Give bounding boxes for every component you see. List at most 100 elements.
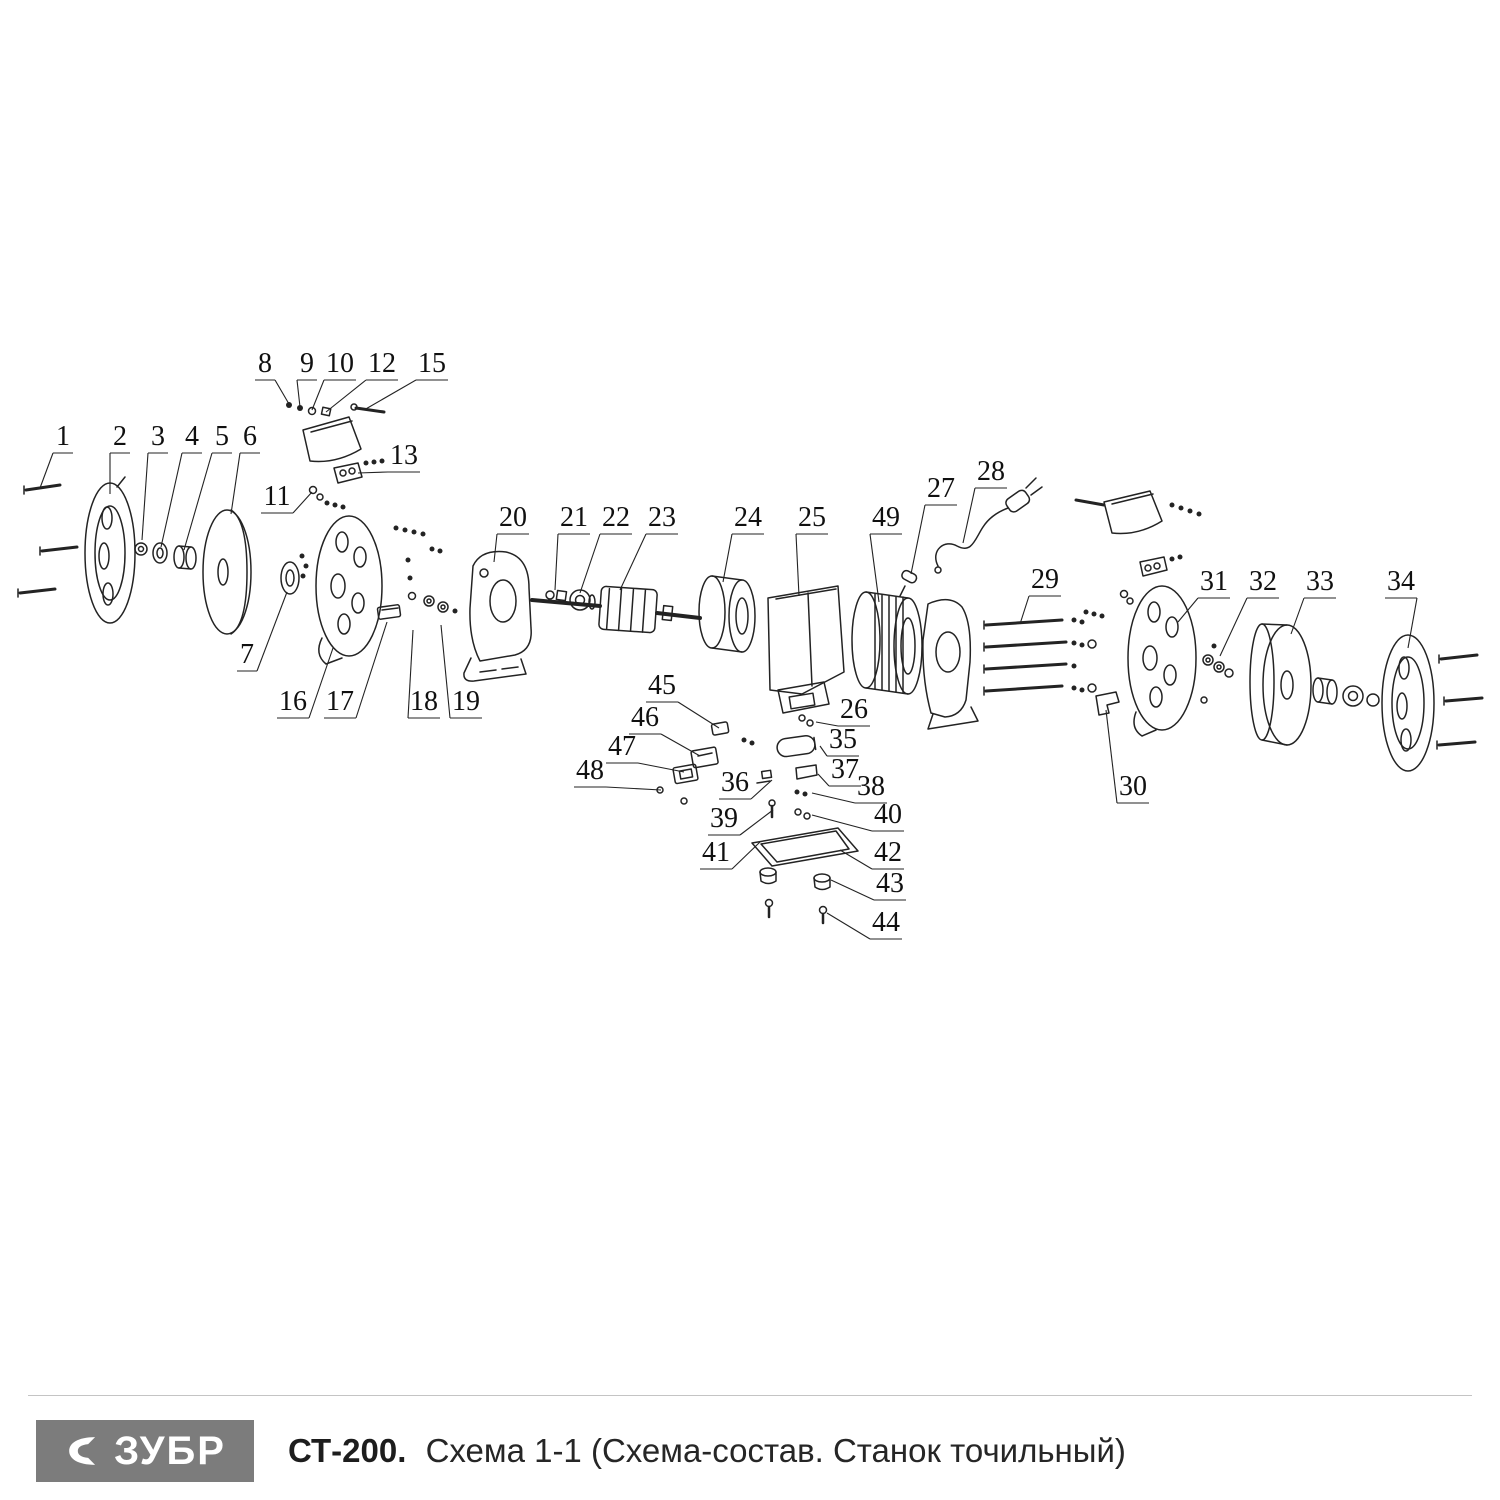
parts-18-19-hardware: [405, 546, 458, 614]
part-label-23: 23: [619, 502, 678, 591]
svg-text:31: 31: [1200, 566, 1228, 597]
zubr-logo-icon: [69, 1437, 96, 1465]
svg-text:11: 11: [264, 481, 291, 512]
svg-text:29: 29: [1031, 564, 1059, 595]
part-label-4: 4: [160, 421, 202, 548]
parts-41-42-base-plate: [751, 827, 859, 867]
svg-text:23: 23: [648, 502, 676, 533]
part-label-43: 43: [830, 868, 906, 901]
svg-text:5: 5: [215, 421, 229, 452]
part-33-grinding-wheel-right: [1249, 623, 1312, 746]
part-label-17: 17: [324, 621, 388, 719]
svg-text:17: 17: [326, 686, 354, 717]
schema-model: СТ-200.: [288, 1432, 407, 1469]
svg-text:4: 4: [185, 421, 199, 452]
part-label-47: 47: [606, 731, 685, 773]
part-17-clamp: [376, 604, 402, 620]
svg-text:38: 38: [857, 771, 885, 802]
part-32-washers: [1200, 643, 1234, 704]
parts-21-22-shaft-bearing: [545, 589, 596, 611]
svg-text:25: 25: [798, 502, 826, 533]
svg-text:18: 18: [410, 686, 438, 717]
part-label-44: 44: [826, 907, 902, 940]
part-label-37: 37: [817, 754, 861, 787]
part-label-33: 33: [1290, 566, 1336, 635]
svg-text:6: 6: [243, 421, 257, 452]
footer: ЗУБР СТ-200. Схема 1-1 (Схема-состав. Ст…: [28, 1395, 1472, 1500]
svg-text:27: 27: [927, 473, 955, 504]
svg-text:43: 43: [876, 868, 904, 899]
part-26-screws: [798, 714, 814, 727]
svg-text:41: 41: [702, 837, 730, 868]
part-1-mount-screws: [17, 483, 79, 598]
part-label-6: 6: [230, 421, 260, 515]
part-25-stator-housing: [767, 585, 845, 714]
schema-title: СТ-200. Схема 1-1 (Схема-состав. Станок …: [288, 1432, 1126, 1470]
part-43-rubber-feet: [759, 867, 831, 891]
part-label-49: 49: [869, 502, 902, 603]
part-27-capacitor-lead: [899, 569, 918, 597]
spacer-bearing-right: [1312, 677, 1380, 707]
eye-shield-right: [1074, 490, 1202, 605]
svg-text:49: 49: [872, 502, 900, 533]
part-3-nut: [134, 542, 148, 556]
part-label-42: 42: [839, 837, 904, 870]
svg-text:42: 42: [874, 837, 902, 868]
part-label-21: 21: [554, 502, 590, 591]
part-6-grinding-wheel-left: [202, 509, 252, 635]
part-label-25: 25: [795, 502, 828, 597]
part-label-27: 27: [910, 473, 957, 575]
svg-text:8: 8: [258, 348, 272, 379]
part-34-outer-guard-cover-right: [1381, 634, 1484, 772]
part-label-5: 5: [183, 421, 232, 551]
part-label-40: 40: [811, 799, 904, 832]
svg-text:33: 33: [1306, 566, 1334, 597]
svg-text:30: 30: [1119, 771, 1147, 802]
svg-text:7: 7: [240, 639, 254, 670]
part-label-26: 26: [815, 694, 870, 727]
svg-text:28: 28: [977, 456, 1005, 487]
part-label-29: 29: [1019, 564, 1061, 625]
svg-text:15: 15: [418, 348, 446, 379]
part-label-41: 41: [700, 837, 761, 870]
svg-text:39: 39: [710, 803, 738, 834]
part-label-32: 32: [1219, 566, 1279, 657]
part-23-rotor-shaft: [530, 585, 702, 634]
part-label-7: 7: [237, 591, 288, 672]
zubr-logo-text: ЗУБР: [114, 1429, 226, 1473]
svg-text:44: 44: [872, 907, 900, 938]
part-20-motor-housing-left: [463, 550, 532, 682]
svg-text:37: 37: [831, 754, 859, 785]
svg-text:10: 10: [326, 348, 354, 379]
part-5-spacer: [173, 545, 197, 570]
part-label-35: 35: [819, 724, 859, 757]
svg-text:1: 1: [56, 421, 70, 452]
part-35-capacitor: [776, 734, 817, 758]
part-11-screws: [308, 485, 324, 501]
part-label-30: 30: [1105, 709, 1149, 804]
svg-text:21: 21: [560, 502, 588, 533]
svg-text:26: 26: [840, 694, 868, 725]
schema-subtitle: Схема 1-1 (Схема-состав. Станок точильны…: [425, 1432, 1126, 1469]
parts-45-48-switch-assembly: [656, 721, 755, 805]
part-16-wheel-guard-left: [315, 500, 426, 665]
svg-text:40: 40: [874, 799, 902, 830]
part-label-2: 2: [109, 421, 130, 494]
svg-text:32: 32: [1249, 566, 1277, 597]
part-label-18: 18: [407, 629, 440, 719]
svg-text:13: 13: [390, 440, 418, 471]
svg-text:19: 19: [452, 686, 480, 717]
svg-text:48: 48: [576, 755, 604, 786]
part-label-46: 46: [629, 702, 701, 757]
svg-text:36: 36: [721, 767, 749, 798]
part-label-20: 20: [493, 502, 529, 563]
part-29-tie-bolts: [983, 617, 1097, 696]
part-label-19: 19: [440, 624, 482, 719]
part-2-outer-guard-cover-left: [84, 476, 136, 624]
part-label-38: 38: [811, 771, 887, 804]
eye-shield-left: [286, 402, 386, 463]
part-24-bearing-housing: [698, 575, 756, 653]
motor-housing-right: [922, 598, 979, 730]
svg-text:22: 22: [602, 502, 630, 533]
